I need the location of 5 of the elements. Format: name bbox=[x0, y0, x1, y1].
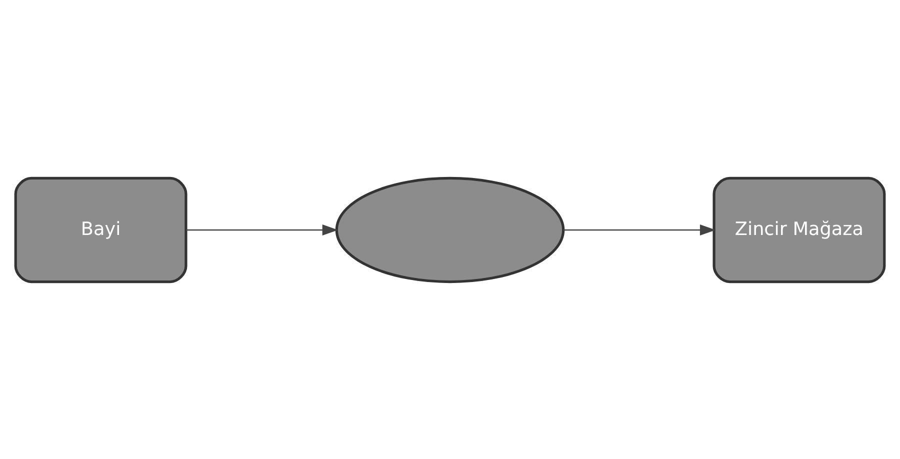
arrow bbox=[186, 224, 338, 235]
node-ellipse bbox=[335, 176, 565, 283]
node-box: Bayi bbox=[14, 176, 188, 283]
arrow bbox=[563, 224, 716, 235]
node-box: Zincir Mağaza bbox=[712, 176, 886, 283]
